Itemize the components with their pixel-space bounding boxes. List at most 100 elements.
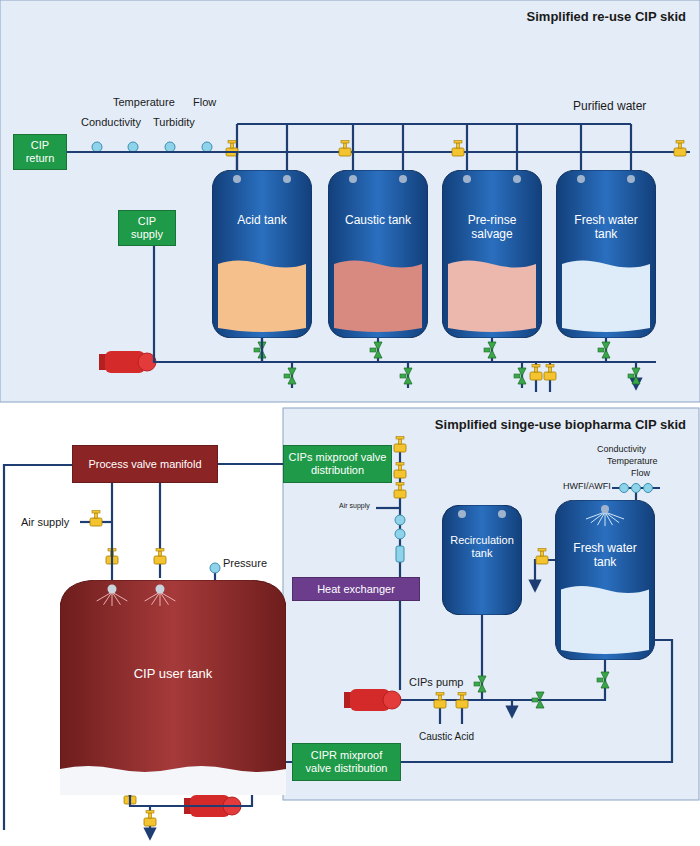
panel-heading: Simplified re-use CIP skid [0,0,700,24]
reuse-skid-valves-part [400,368,412,384]
tank-shape [328,170,428,338]
label-holder: Pressure [222,557,268,570]
panel-grounds-part [283,408,699,800]
tank-liquid [448,261,536,332]
node-label: Fresh water tank [561,542,649,570]
single-use-skid-devices-part [154,549,166,565]
pipe-connector [112,483,113,586]
node-label: Process valve manifold [88,458,201,471]
single-use-skid-devices-part [620,484,629,493]
panel-title: Simplified singe-use biopharma CIP skid [297,417,686,432]
label-holder: Turbidity [152,116,196,129]
reuse-skid-valves-part [544,365,556,381]
single-use-skid-devices-part [394,483,406,499]
reuse-skid-pipes-part [262,338,606,362]
single-use-skid-devices-part [644,484,653,493]
single-use-skid-devices-part [395,515,405,525]
tank-shape [442,505,522,615]
single-use-skid-devices-part [532,692,544,708]
tank-body [212,170,312,338]
node-label: Heat exchanger [317,583,395,596]
spray-line [112,592,113,606]
spray-line [145,592,160,601]
node-label: Fresh water tank [562,214,650,242]
tank-nozzle [627,175,635,183]
spray-line [605,512,619,523]
tank-nozzle [601,505,609,513]
pipe-label: Temperature [606,456,659,466]
single-use-skid-devices-part [210,563,220,573]
single-use-skid-devices-part [144,811,156,827]
tank-nozzle [513,175,521,183]
user-tank-body [60,580,286,795]
pipe-label: CIPs pump [408,676,464,689]
label-holder: Flow [192,96,217,109]
pipe-label: Flow [192,96,217,109]
tank: Acid tank [212,170,312,338]
label-holder: Air supply [338,502,371,510]
reuse-skid-valves-part [370,342,382,358]
tank-body [556,170,656,338]
control-box: CIP supply [118,210,176,246]
tank-nozzle [283,175,291,183]
node-label: Acid tank [218,214,306,228]
label-holder: Temperature [112,96,176,109]
single-use-skid-pipes-part [440,700,512,724]
single-use-skid-pipes-part [376,507,400,509]
label-holder: Conductivity [80,116,142,129]
tank: Caustic tank [328,170,428,338]
panel-grounds [0,0,700,800]
tank-label-holder: Caustic tank [328,214,428,228]
tank-body [442,505,522,615]
reuse-skid-valves-part [284,368,296,384]
tank-liquid [218,261,306,332]
pipe-label: Caustic Acid [418,731,475,743]
user-tank: CIP user tank [60,580,286,795]
node-label: CIP return [18,139,62,164]
pipe-line [67,152,237,170]
tank: Pre-rinse salvage [442,170,542,338]
reuse-skid-sensors [92,142,212,152]
tank-shape [555,500,655,660]
single-use-skid-devices-part [90,511,102,527]
pipe-label: Conductivity [80,116,142,129]
tank-label-holder: CIP user tank [60,666,286,681]
reuse-skid-pipes [65,124,690,392]
single-use-skid-devices-part [597,672,609,688]
spray-line [597,512,605,525]
tank-nozzle [463,175,471,183]
tank: Fresh water tank [555,500,655,660]
pipe-label: Air supply [338,502,371,510]
label-holder: Caustic Acid [418,731,475,743]
tank-liquid [334,261,422,332]
node-label: CIP supply [123,215,171,240]
single-use-skid-devices-part [536,549,548,565]
reuse-skid-valves-part [530,365,542,381]
spray-line [160,592,175,601]
pipe-label: Temperature [112,96,176,109]
spray-line [160,592,161,606]
label-holder: Temperature [606,456,659,466]
pipe-label: Turbidity [152,116,196,129]
tank-shape [212,170,312,338]
tank: Fresh water tank [556,170,656,338]
reuse-skid-sensors-part [202,142,212,152]
tank-body [442,170,542,338]
control-box: Process valve manifold [72,445,218,483]
label-holder: Conductivity [596,444,647,454]
panel-grounds-part [0,0,700,402]
pipe-line [218,463,283,465]
pipe-connector [67,152,237,170]
single-use-skid-devices-part [474,676,486,692]
spray-line [591,512,605,523]
label-holder: Air supply [20,516,70,529]
single-use-skid-devices-part [456,693,468,709]
node-label: Pre-rinse salvage [448,214,536,242]
user-tank-shape [60,580,286,795]
label-holder: CIPs pump [408,676,464,689]
single-use-skid-devices-part [394,437,406,453]
tank-nozzle [577,175,585,183]
tank-body [328,170,428,338]
single-use-skid-devices-part [434,693,446,709]
